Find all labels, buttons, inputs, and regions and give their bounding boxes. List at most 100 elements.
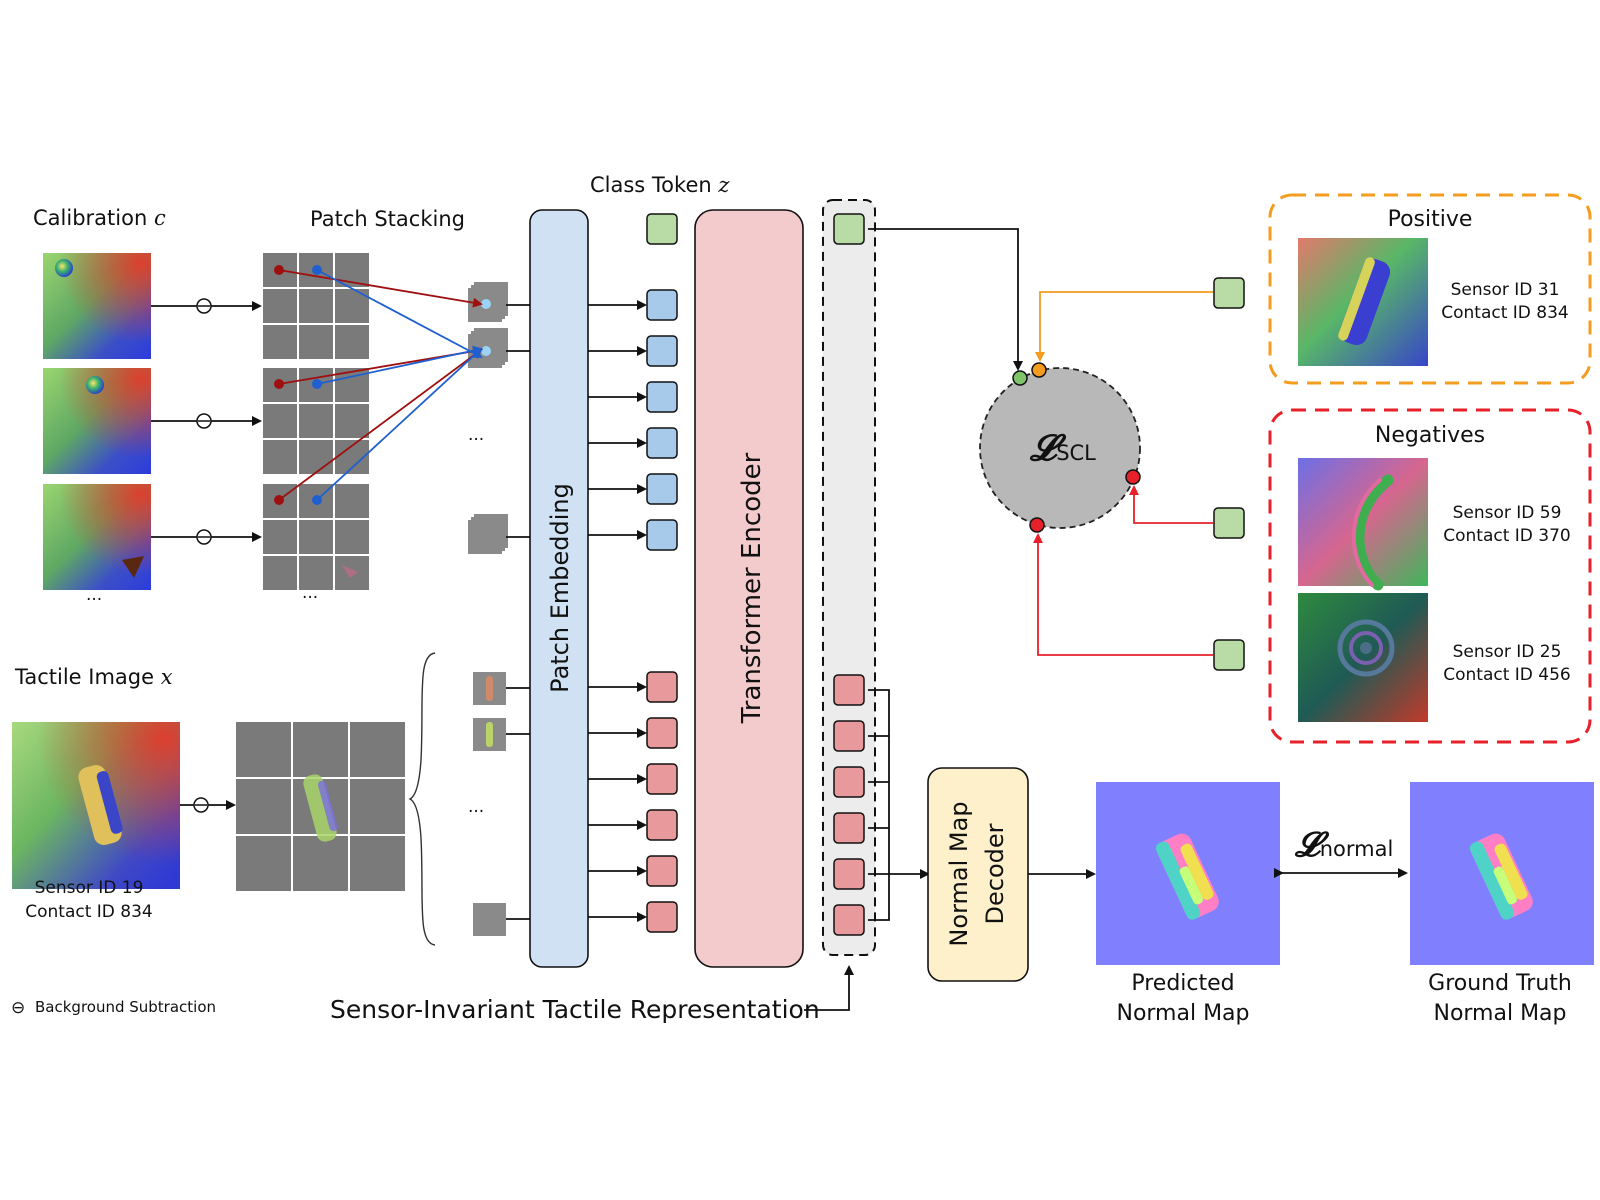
normal-map-decoder-block bbox=[927, 767, 1029, 982]
tactile-patch-cell bbox=[236, 722, 291, 777]
output-tactile-token bbox=[833, 766, 865, 798]
patch-cell bbox=[335, 253, 369, 287]
representation-label: Sensor-Invariant Tactile Representation bbox=[330, 995, 820, 1024]
negative-arrow-1 bbox=[1129, 485, 1213, 524]
patch-stacking-ellipsis: ... bbox=[302, 583, 318, 603]
output-tactile-token bbox=[833, 674, 865, 706]
tactile-token bbox=[646, 763, 678, 795]
calibration-token bbox=[646, 519, 678, 551]
positive-point bbox=[1031, 362, 1047, 378]
calibration-token bbox=[646, 473, 678, 505]
predicted-label-line2: Normal Map bbox=[1116, 1001, 1249, 1026]
positive-arrow bbox=[1035, 291, 1213, 362]
patch-cell bbox=[299, 289, 333, 323]
calibration-token bbox=[646, 381, 678, 413]
negatives-box bbox=[1268, 408, 1592, 744]
patch-stack-arrow bbox=[316, 269, 483, 358]
positive-sensor-id: Sensor ID 31 bbox=[1451, 280, 1560, 300]
negative-token-2 bbox=[1213, 639, 1245, 671]
tactile-patch-grid bbox=[236, 722, 405, 891]
patch-embedding-label: Patch Embedding bbox=[546, 483, 574, 693]
ground-truth-normal-map bbox=[1410, 782, 1594, 965]
tactile-patch-cell bbox=[350, 779, 405, 834]
transformer-encoder-label: Transformer Encoder bbox=[737, 452, 767, 724]
predicted-label-line1: Predicted bbox=[1131, 971, 1234, 996]
calibration-token bbox=[646, 427, 678, 459]
negative-1-contact-id: Contact ID 370 bbox=[1443, 526, 1571, 546]
patch-cell bbox=[263, 289, 297, 323]
patch-cell bbox=[299, 440, 333, 474]
negatives-title: Negatives bbox=[1375, 423, 1485, 448]
positive-contact-id: Contact ID 834 bbox=[1441, 303, 1569, 323]
scl-loss-circle bbox=[979, 367, 1141, 529]
class-token bbox=[646, 213, 678, 245]
patch-cell bbox=[335, 520, 369, 554]
patch-stacking-grids bbox=[263, 253, 369, 590]
output-tactile-token bbox=[833, 812, 865, 844]
class-token-title: Class Token z bbox=[590, 173, 730, 197]
transformer-encoder-block bbox=[694, 209, 804, 968]
negative-token-1 bbox=[1213, 507, 1245, 539]
patch-cell bbox=[299, 520, 333, 554]
patch-cell bbox=[299, 556, 333, 590]
representation-bracket bbox=[868, 689, 890, 921]
calibration-ball bbox=[55, 259, 73, 277]
output-class-token bbox=[833, 213, 865, 245]
representation-column bbox=[822, 199, 876, 956]
patch-cell bbox=[299, 404, 333, 438]
calibration-ball bbox=[86, 376, 104, 394]
positive-image bbox=[1298, 238, 1428, 366]
stacked-patch-ellipsis: ... bbox=[468, 425, 484, 445]
stacked-patch bbox=[468, 520, 502, 554]
tactile-patch-cell bbox=[350, 722, 405, 777]
patch-embedding-block bbox=[529, 209, 589, 968]
patch-cell bbox=[263, 556, 297, 590]
positive-box bbox=[1268, 193, 1592, 385]
positive-token bbox=[1213, 277, 1245, 309]
patch-stack-arrow bbox=[278, 269, 483, 308]
tactile-patch-cell bbox=[236, 836, 291, 891]
embedded-tokens bbox=[588, 213, 678, 933]
anchor-point bbox=[1012, 370, 1028, 386]
tactile-token bbox=[646, 855, 678, 887]
patch-stacking-title: Patch Stacking bbox=[310, 207, 465, 231]
patch-cell bbox=[335, 484, 369, 518]
tactile-sensor-id: Sensor ID 19 bbox=[35, 878, 144, 898]
tactile-contact-object bbox=[78, 764, 123, 846]
decoder-label-line1: Normal Map bbox=[945, 801, 973, 946]
negative-point-2 bbox=[1029, 517, 1045, 533]
tactile-token bbox=[646, 717, 678, 749]
negative-1-sensor-id: Sensor ID 59 bbox=[1453, 503, 1562, 523]
negative-2-sensor-id: Sensor ID 25 bbox=[1453, 642, 1562, 662]
normal-loss-label: 𝓛normal bbox=[1294, 825, 1393, 865]
background-subtraction-legend: ⊖ Background Subtraction bbox=[11, 998, 216, 1018]
patch-indenter bbox=[342, 565, 358, 578]
negative-arrow-2 bbox=[1033, 533, 1213, 656]
tactile-patch-cell bbox=[236, 779, 291, 834]
patch-stack-arrow bbox=[278, 348, 483, 501]
tactile-token bbox=[646, 901, 678, 933]
calibration-title: Calibration c bbox=[33, 206, 166, 230]
calibration-indenter bbox=[122, 556, 144, 578]
negative-image-2 bbox=[1298, 593, 1428, 722]
patch-cell bbox=[263, 325, 297, 359]
negative-image-1 bbox=[1298, 458, 1428, 591]
tactile-patch-cell bbox=[293, 836, 348, 891]
representation-tokens bbox=[833, 213, 865, 936]
output-tactile-token bbox=[833, 904, 865, 936]
background-subtraction-label: Background Subtraction bbox=[35, 998, 216, 1016]
tactile-patch-cell bbox=[350, 836, 405, 891]
patch-stack-arrow bbox=[316, 345, 483, 385]
patch-cell bbox=[263, 404, 297, 438]
predicted-normal-map bbox=[1096, 782, 1280, 965]
calibration-token bbox=[646, 335, 678, 367]
representation-pointer-arrow bbox=[804, 965, 854, 1011]
tactile-contact-id: Contact ID 834 bbox=[25, 902, 153, 922]
patch-cell bbox=[335, 404, 369, 438]
tactile-token bbox=[646, 671, 678, 703]
patch-stack-arrow bbox=[316, 347, 483, 501]
positive-title: Positive bbox=[1388, 207, 1473, 232]
calibration-token bbox=[646, 289, 678, 321]
tactile-patch-ellipsis: ... bbox=[468, 797, 484, 817]
